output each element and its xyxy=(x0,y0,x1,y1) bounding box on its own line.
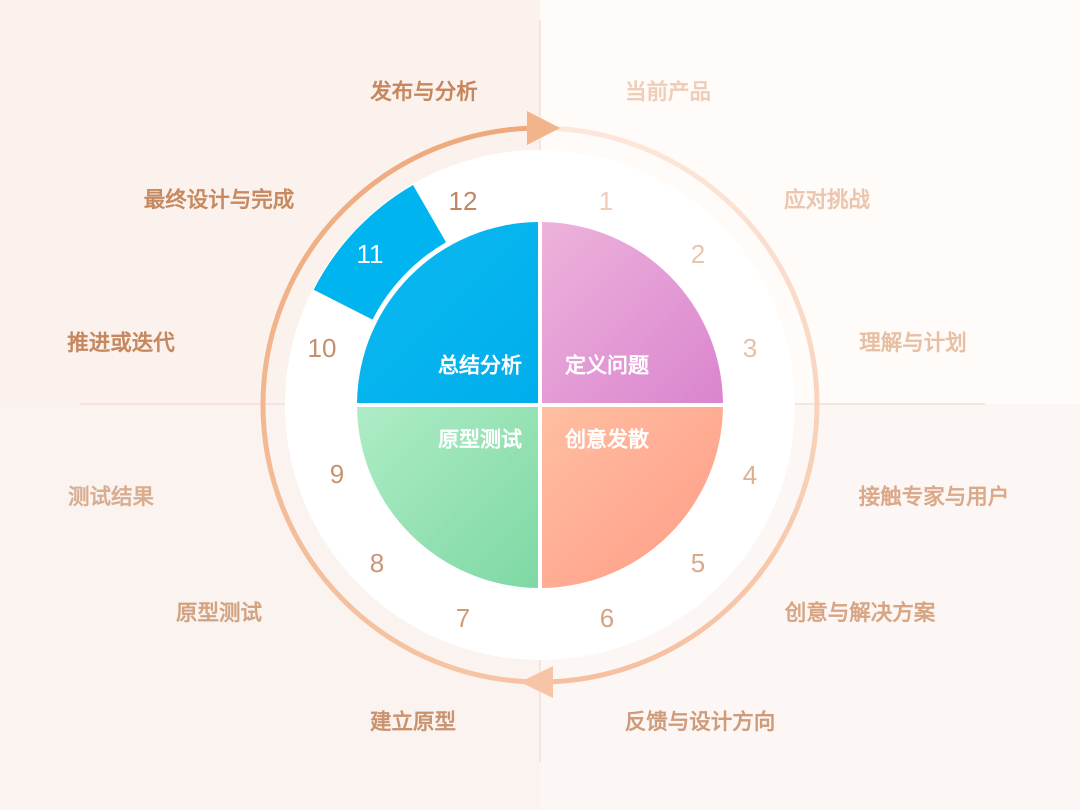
step-label-9: 测试结果 xyxy=(68,484,155,509)
step-label-12: 发布与分析 xyxy=(369,79,478,104)
step-number-2: 2 xyxy=(691,239,705,269)
phase-label-define: 定义问题 xyxy=(565,354,650,378)
step-number-9: 9 xyxy=(330,459,344,489)
step-label-4: 接触专家与用户 xyxy=(859,484,1010,509)
phase-quadrant-define xyxy=(542,222,723,403)
step-number-7: 7 xyxy=(456,603,470,633)
step-number-8: 8 xyxy=(370,548,384,578)
step-number-11: 11 xyxy=(357,239,384,269)
step-label-3: 理解与计划 xyxy=(859,331,967,355)
step-label-7: 建立原型 xyxy=(370,709,456,734)
highlighted-step-wedge xyxy=(313,185,446,320)
phase-quadrant-ideate xyxy=(542,407,723,588)
step-number-1: 1 xyxy=(599,186,613,216)
step-label-5: 创意与解决方案 xyxy=(784,600,936,625)
step-label-10: 推进或迭代 xyxy=(67,330,175,355)
step-number-4: 4 xyxy=(743,460,757,490)
phase-label-summary: 总结分析 xyxy=(438,354,522,378)
step-label-8: 原型测试 xyxy=(176,601,263,625)
step-number-6: 6 xyxy=(600,603,614,633)
cycle-ring-right-arc xyxy=(539,125,820,685)
clockwise-arrow-bottom-icon xyxy=(520,666,553,698)
phase-label-prototype: 原型测试 xyxy=(438,429,522,452)
phase-quadrant-summary xyxy=(357,222,538,403)
step-label-2: 应对挑战 xyxy=(784,187,871,212)
step-label-1: 当前产品 xyxy=(625,79,711,104)
phase-quadrant-prototype xyxy=(357,407,538,588)
step-number-5: 5 xyxy=(691,548,705,578)
step-number-10: 10 xyxy=(308,333,337,363)
step-number-12: 12 xyxy=(449,186,478,216)
step-label-11: 最终设计与完成 xyxy=(144,187,295,212)
cycle-ring-left-arc xyxy=(260,125,541,685)
step-number-3: 3 xyxy=(743,333,757,363)
clockwise-arrow-top-icon xyxy=(527,111,560,145)
step-label-6: 反馈与设计方向 xyxy=(625,709,776,734)
phase-label-ideate: 创意发散 xyxy=(564,428,649,452)
